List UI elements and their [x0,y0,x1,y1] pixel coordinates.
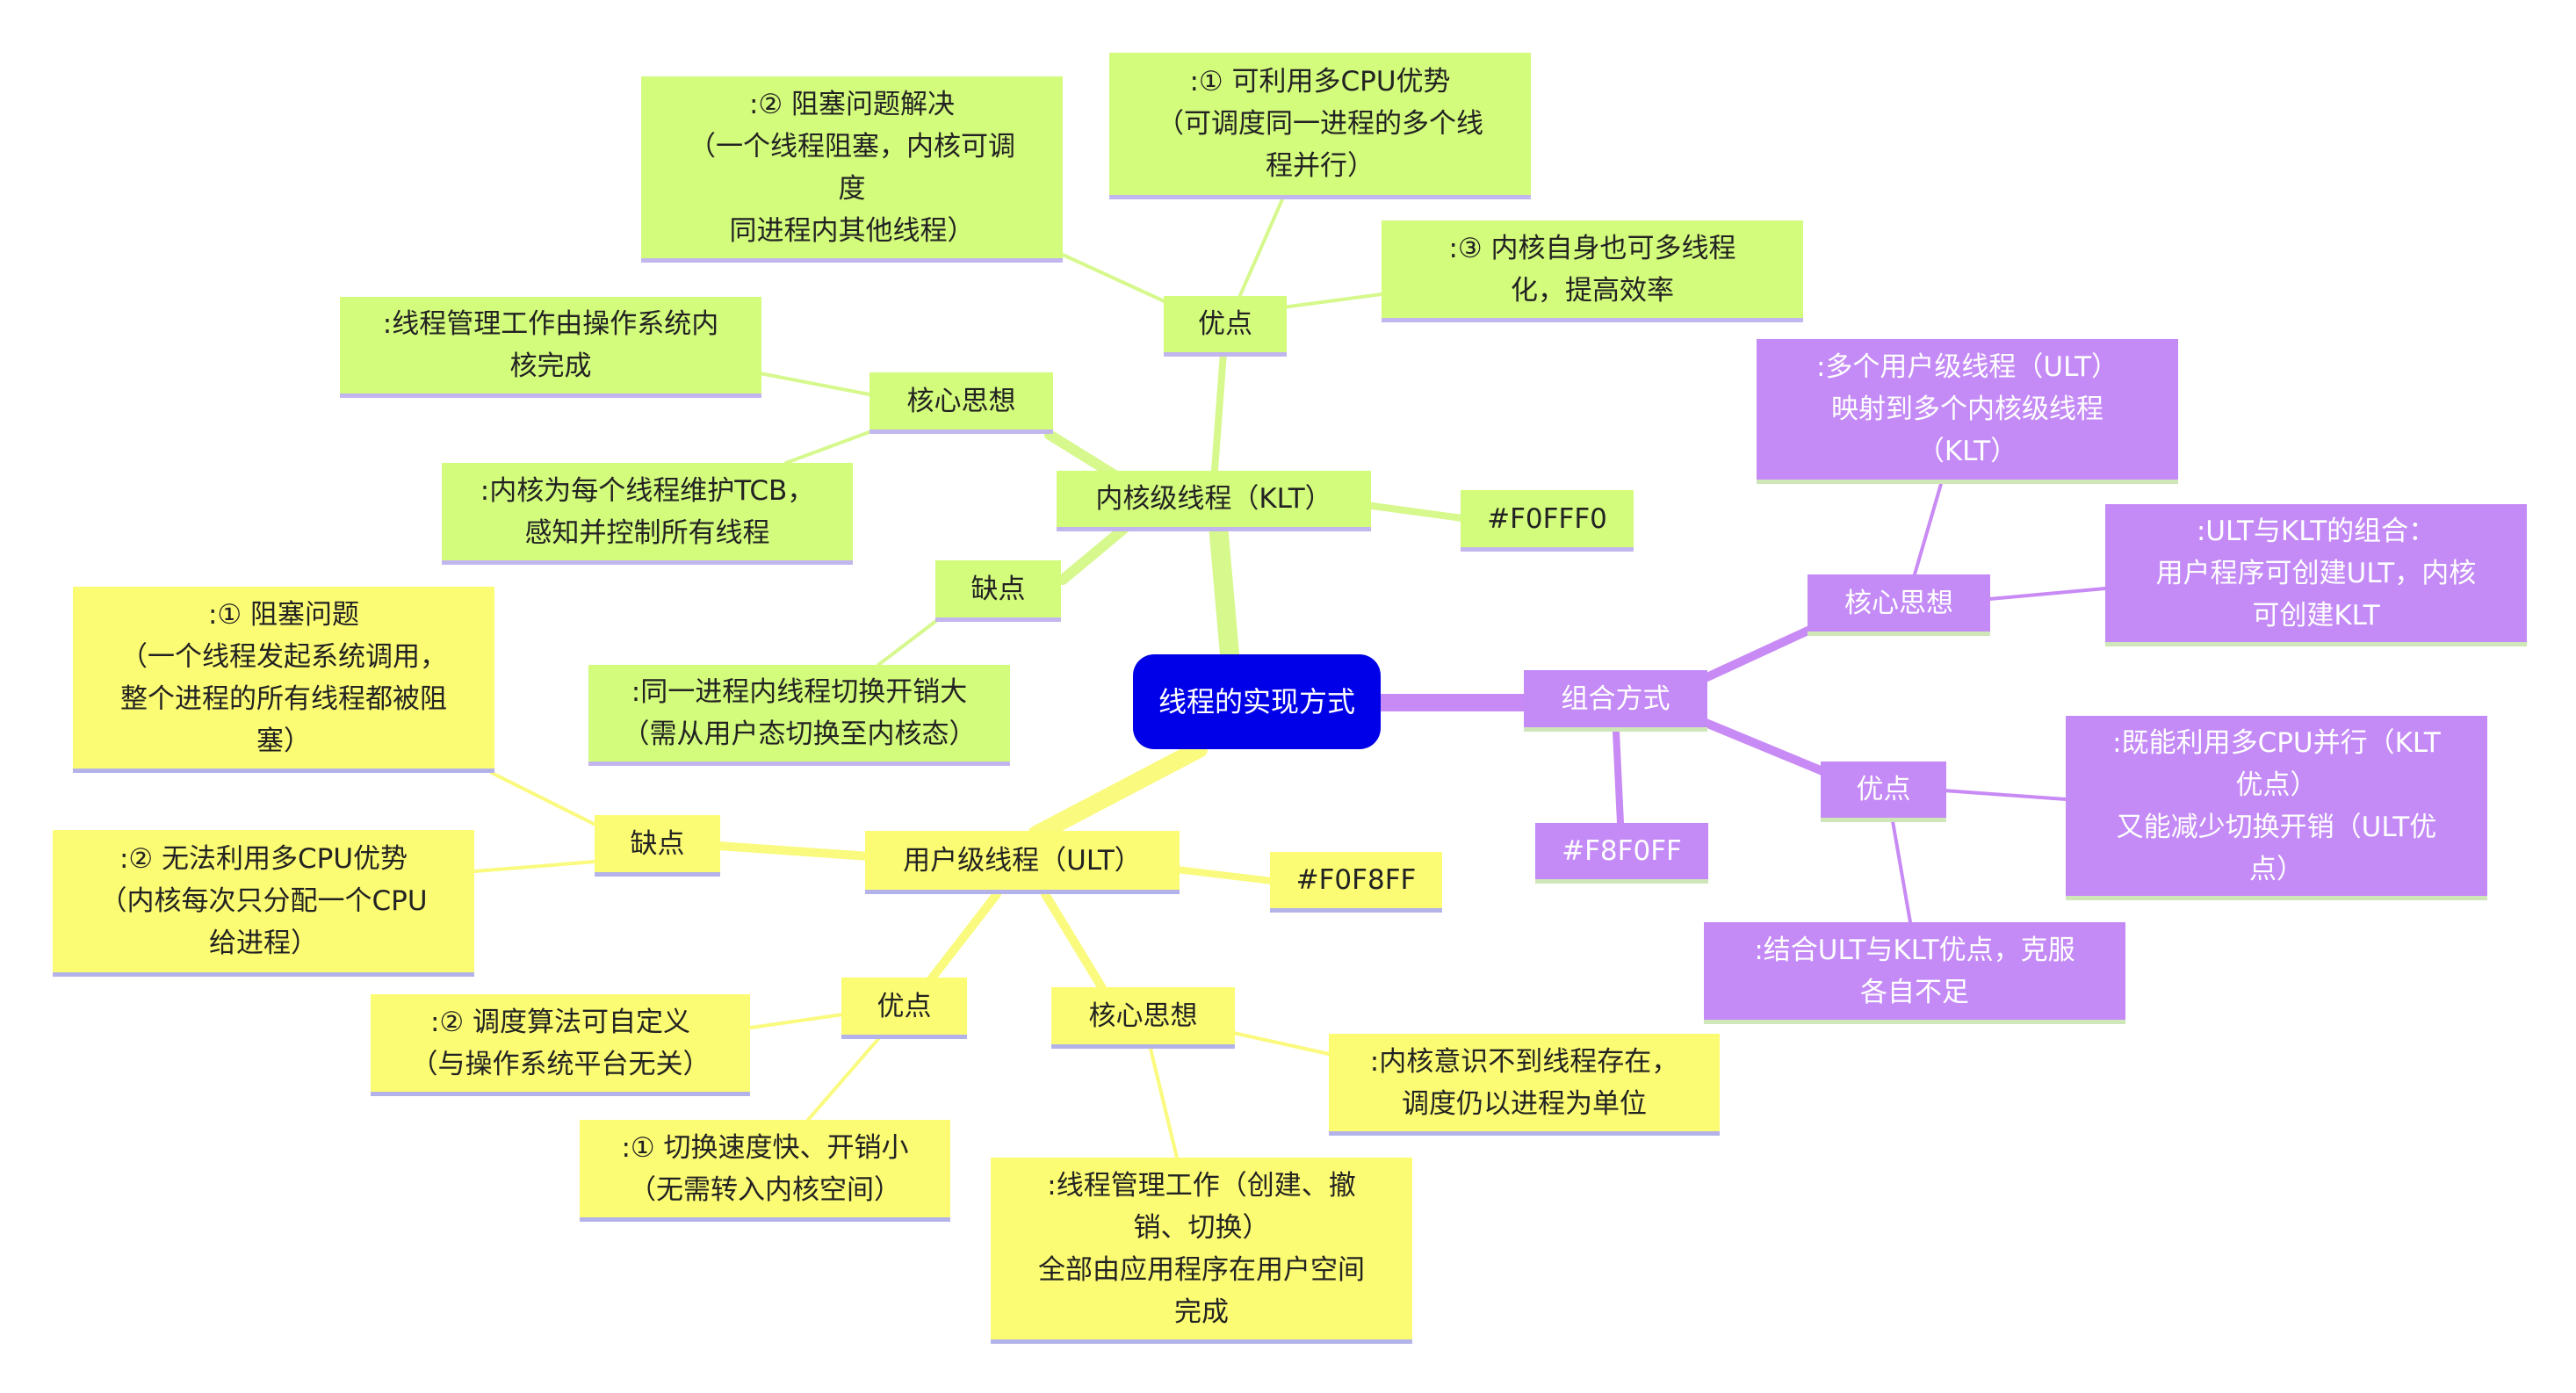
connector-line [1028,740,1208,843]
ult-disadvantage-item: :① 阻塞问题 （一个线程发起系统调用， 整个进程的所有线程都被阻 塞） [73,587,494,773]
combined-advantages[interactable]: 优点 [1821,761,1946,822]
ult-core-idea-item: :线程管理工作（创建、撤 销、切换） 全部由应用程序在用户空间 完成 [991,1158,1412,1344]
combined-core-idea-item: :ULT与KLT的组合： 用户程序可创建ULT，内核 可创建KLT [2105,504,2527,646]
connector-line [1695,716,1831,777]
connector-line [749,1013,845,1029]
connector-line [927,890,1001,984]
connector-line [1061,253,1170,305]
combined-core-idea-item: :多个用户级线程（ULT） 映射到多个内核级线程 （KLT） [1757,339,2178,484]
connector-line [1149,1047,1179,1159]
combined-core-idea[interactable]: 核心思想 [1808,574,1990,636]
klt-core-idea[interactable]: 核心思想 [869,372,1053,434]
combined-advantage-item: :结合ULT与KLT优点，克服 各自不足 [1704,922,2125,1024]
klt-disadvantage-item: :同一进程内线程切换开销大 （需从用户态切换至内核态） [588,665,1010,766]
combined-advantage-item: :既能利用多CPU并行（KLT 优点） 又能减少切换开销（ULT优 点） [2066,716,2487,900]
connector-line [1041,890,1107,992]
connector-line [1891,819,1912,924]
connector-line [1913,482,1943,576]
connector-line [1613,728,1624,826]
ult-color-code: #F0F8FF [1270,852,1442,913]
connector-line [1228,1030,1331,1056]
connector-line [1942,789,2067,801]
connector-line [714,841,874,861]
klt-advantage-item: :② 阻塞问题解决 （一个线程阻塞，内核可调 度 同进程内其他线程） [641,76,1063,263]
ult-node[interactable]: 用户级线程（ULT） [865,831,1180,894]
ult-advantage-item: :① 切换速度快、开销小 （无需转入内核空间） [580,1120,950,1222]
ult-core-idea[interactable]: 核心思想 [1051,987,1235,1049]
ult-advantages[interactable]: 优点 [841,978,967,1039]
klt-color-code: #F0FFF0 [1461,490,1634,552]
connector-line [784,429,876,465]
ult-advantage-item: :② 调度算法可自定义 （与操作系统平台无关） [371,994,750,1096]
connector-line [1281,292,1383,309]
connector-line [806,1037,880,1122]
ult-disadvantage-item: :② 无法利用多CPU优势 （内核每次只分配一个CPU 给进程） [53,830,474,977]
connector-line [473,859,608,873]
klt-advantage-item: :③ 内核自身也可多线程 化，提高效率 [1382,220,1803,322]
klt-node[interactable]: 内核级线程（KLT） [1057,471,1371,531]
ult-core-idea-item: :内核意识不到线程存在， 调度仍以进程为单位 [1329,1034,1720,1136]
connector-line [877,613,946,667]
connector-line [758,372,876,397]
klt-core-idea-item: :线程管理工作由操作系统内 核完成 [340,297,761,398]
klt-disadvantages[interactable]: 缺点 [935,560,1061,622]
combined-node[interactable]: 组合方式 [1524,670,1707,732]
connector-line [1695,624,1818,685]
connector-line [1988,587,2107,601]
klt-advantages[interactable]: 优点 [1164,296,1287,357]
root-node[interactable]: 线程的实现方式 [1133,654,1381,749]
connector-line [490,771,608,832]
ult-disadvantages[interactable]: 缺点 [595,815,720,877]
connector-line [1362,502,1466,522]
klt-core-idea-item: :内核为每个线程维护TCB， 感知并控制所有线程 [442,463,853,565]
connector-line [1173,866,1275,884]
combined-color-code: #F8F0FF [1535,823,1708,884]
klt-advantage-item: :① 可利用多CPU优势 （可调度同一进程的多个线 程并行） [1109,53,1531,199]
